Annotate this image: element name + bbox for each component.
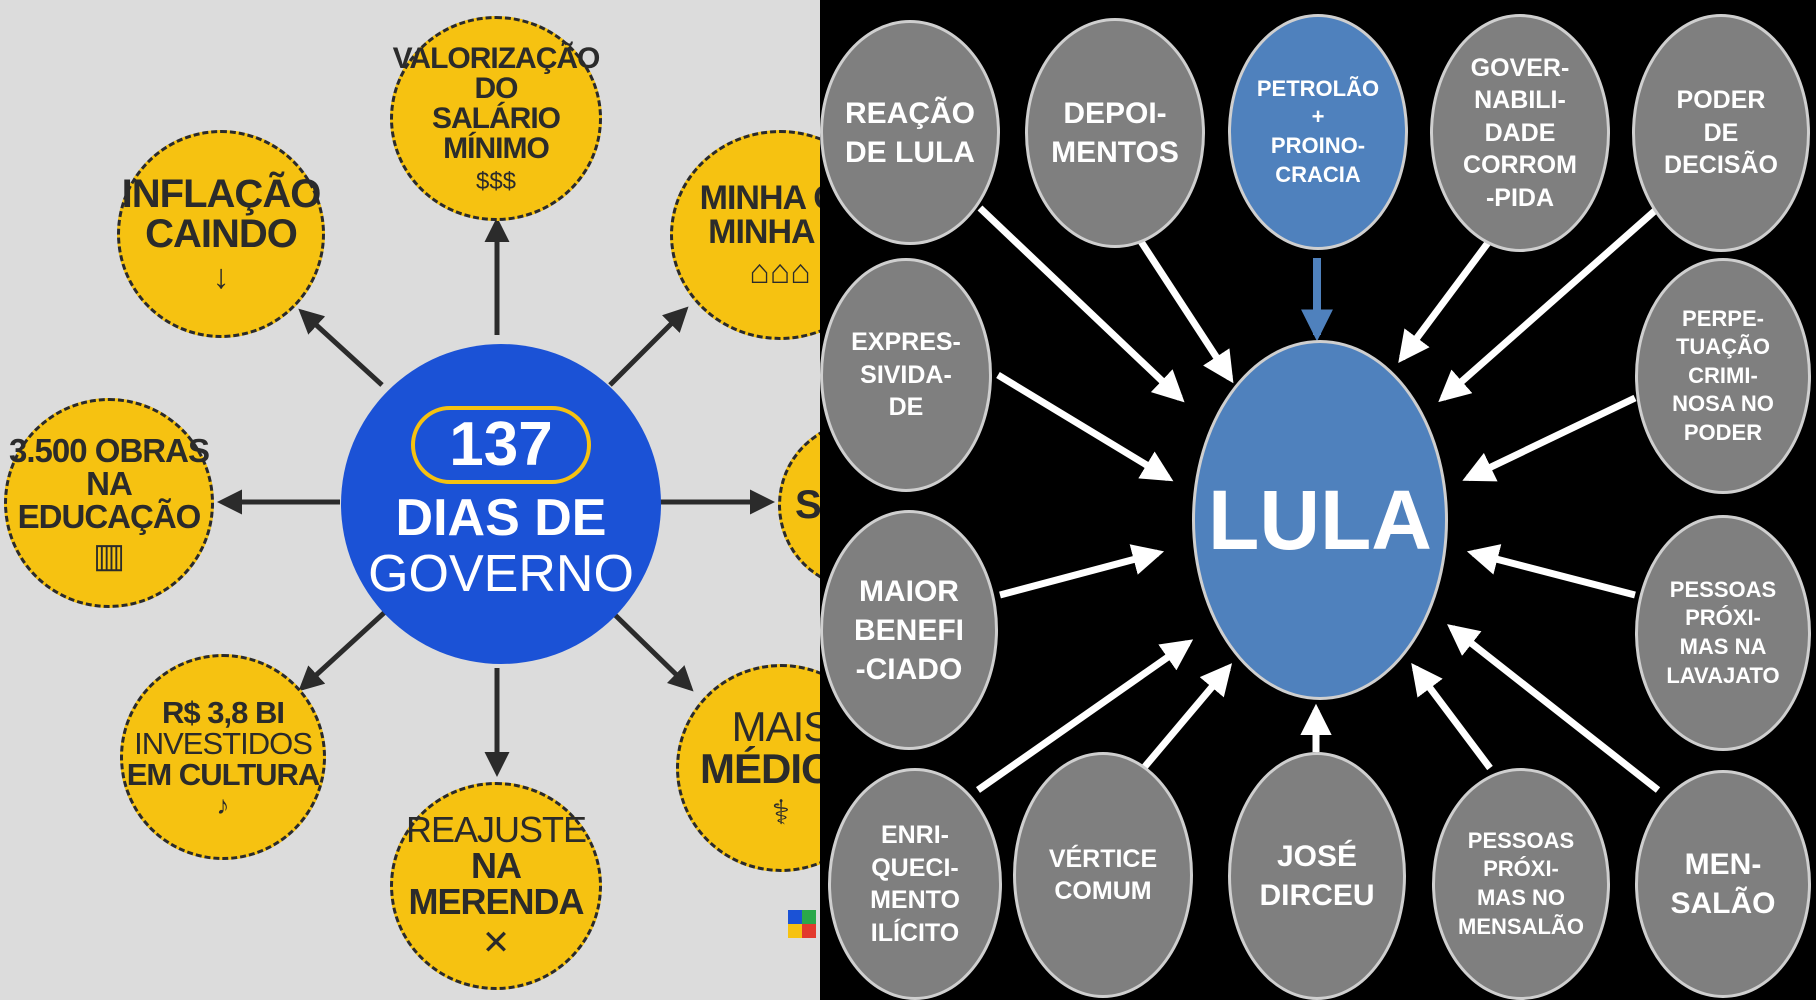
arrow-from-pessoas-lavajato: [1466, 544, 1636, 599]
days-of-government-circle: 137 DIAS DE GOVERNO: [341, 344, 661, 664]
node-mensalao: MEN- SALÃO: [1635, 770, 1811, 998]
days-count-pill: 137: [411, 406, 591, 484]
partial-right-letter: S: [795, 483, 820, 527]
arrow-to-cultura: [298, 610, 387, 692]
inflacao-circle: INFLAÇÃO CAINDO ↓: [117, 130, 325, 338]
plate-icon: ✕: [481, 924, 511, 962]
gov-logo-fragment: [788, 910, 816, 966]
casa-line1: MINHA CA: [699, 179, 820, 217]
cultura-circle: R$ 3,8 BI INVESTIDOS EM CULTURA ♪: [120, 654, 326, 860]
inflacao-line2: CAINDO: [145, 212, 298, 256]
guitar-icon: ♪: [216, 789, 230, 820]
salario-circle: VALORIZAÇÃO DO SALÁRIO MÍNIMO $$$: [390, 16, 602, 221]
node-perpetuacao: PERPE- TUAÇÃO CRIMI- NOSA NO PODER: [1635, 258, 1811, 494]
casa-line2: MINHA VI: [708, 213, 820, 251]
lula-center-circle: LULA: [1192, 340, 1448, 700]
merenda-circle: REAJUSTE NA MERENDA ✕: [390, 782, 602, 990]
salario-line1: VALORIZAÇÃO DO: [392, 41, 601, 105]
obras-circle: 3.500 OBRAS NA EDUCAÇÃO ▥: [4, 398, 214, 608]
cultura-line1: R$ 3,8 BI: [162, 694, 285, 730]
arrow-from-poder: [1438, 205, 1661, 403]
obras-line1: 3.500 OBRAS: [9, 431, 210, 469]
arrow-to-casa: [608, 306, 689, 387]
node-reacao: REAÇÃO DE LULA: [820, 20, 1000, 245]
node-poder: PODER DE DECISÃO: [1632, 14, 1810, 252]
arrow-to-inflacao: [298, 308, 384, 387]
arrow-from-depoimentos: [1137, 238, 1234, 384]
arrow-from-pessoas-mensalao: [1411, 662, 1493, 771]
left-arrows: [217, 217, 775, 777]
houses-icon: ⌂⌂⌂: [749, 253, 811, 291]
node-enriquecimento: ENRI- QUECI- MENTO ILÍCITO: [828, 768, 1002, 1000]
days-label-line2: GOVERNO: [368, 545, 634, 603]
node-petrolao: PETROLÃO + PROINO- CRACIA: [1228, 14, 1408, 250]
cultura-line3: EM CULTURA: [126, 756, 321, 792]
inflacao-line1: INFLAÇÃO: [121, 172, 322, 216]
arrow-from-expressividade: [996, 372, 1174, 482]
left-infographic-panel: 137 DIAS DE GOVERNO VALORIZAÇÃO DO SALÁR…: [0, 0, 820, 1000]
medicos-line2: MÉDICO: [700, 745, 820, 792]
medicos-line1: MAIS: [731, 703, 820, 750]
merenda-line1: REAJUSTE: [405, 809, 587, 850]
arrow-to-medicos: [610, 610, 694, 692]
arrow-from-maior: [999, 544, 1165, 599]
node-dirceu: JOSÉ DIRCEU: [1228, 752, 1406, 1000]
obras-line2: NA EDUCAÇÃO: [17, 464, 202, 535]
node-expressividade: EXPRES- SIVIDA- DE: [820, 258, 992, 492]
days-label-line1: DIAS DE: [395, 489, 607, 547]
arrow-from-governabilidade: [1398, 237, 1493, 364]
node-governabilidade: GOVER- NABILI- DADE CORROM -PIDA: [1430, 14, 1610, 252]
node-vertice: VÉRTICE COMUM: [1013, 752, 1193, 998]
right-lula-diagram: LULA REAÇÃO DE LULA DEPOI- MENTOS PETROL…: [820, 0, 1816, 1000]
arrow-from-vertice: [1139, 663, 1233, 773]
stethoscope-icon: ⚕: [771, 794, 791, 832]
coins-icon: $$$: [475, 167, 517, 195]
node-pessoas-lavajato: PESSOAS PRÓXI- MAS NA LAVAJATO: [1635, 515, 1811, 751]
right-arrows: [975, 205, 1661, 793]
salario-line2: SALÁRIO MÍNIMO: [432, 101, 561, 165]
arrow-from-reacao: [977, 205, 1185, 403]
merenda-line2: NA MERENDA: [408, 845, 584, 922]
node-maior: MAIOR BENEFI -CIADO: [820, 510, 998, 750]
arrow-from-perpetuacao: [1462, 394, 1637, 482]
down-arrow-icon: ↓: [212, 258, 230, 296]
book-icon: ▥: [92, 536, 126, 575]
node-depoimentos: DEPOI- MENTOS: [1025, 18, 1205, 248]
arrow-from-enriquecimento: [975, 639, 1194, 793]
node-pessoas-mensalao: PESSOAS PRÓXI- MAS NO MENSALÃO: [1432, 768, 1610, 1000]
cultura-line2: INVESTIDOS: [134, 725, 313, 761]
arrow-from-mensalao: [1447, 624, 1661, 793]
